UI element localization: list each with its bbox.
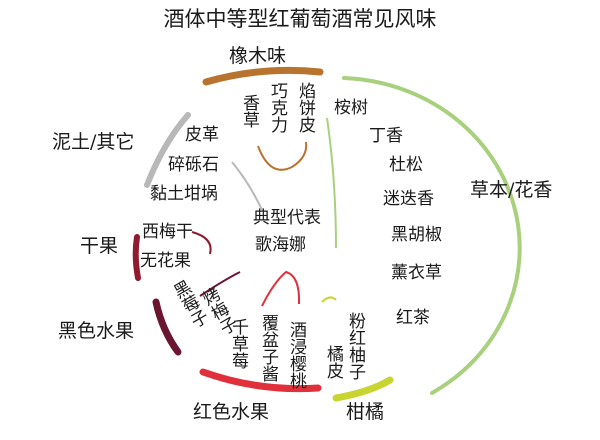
category-black-fruit: 黑色水果 bbox=[58, 320, 135, 342]
black-fruit-inner-curve bbox=[199, 271, 241, 297]
flavor-herbal-clove: 丁香 bbox=[369, 126, 403, 146]
flavor-herbal-black-pepper: 黑胡椒 bbox=[391, 225, 442, 245]
flavor-oak-pastry: 焰饼皮 bbox=[295, 82, 315, 133]
herbal-arc bbox=[342, 76, 522, 395]
citrus-arc bbox=[332, 376, 394, 402]
oak-arc bbox=[202, 66, 324, 86]
flavor-dried-fruit-fig: 无花果 bbox=[140, 251, 191, 271]
flavor-herbal-eucalyptus: 桉树 bbox=[334, 98, 368, 118]
flavor-earth-leather: 皮革 bbox=[185, 125, 219, 145]
category-dried-fruit: 干果 bbox=[80, 235, 119, 257]
flavor-citrus-pink-grapefruit: 粉红柚子 bbox=[345, 312, 365, 380]
red-fruit-inner-curve bbox=[261, 270, 301, 307]
herbal-inner-curve bbox=[326, 117, 337, 249]
category-oak: 橡木味 bbox=[229, 45, 287, 67]
chart-title: 酒体中等型红葡萄酒常见风味 bbox=[163, 7, 437, 31]
category-herbal: 草本/花香 bbox=[470, 179, 553, 201]
flavor-herbal-rosemary: 迷迭香 bbox=[383, 189, 434, 209]
red-fruit-arc bbox=[199, 368, 322, 393]
category-citrus: 柑橘 bbox=[346, 401, 385, 423]
flavor-red-fruit-dried-strawberry: 千草莓 bbox=[228, 318, 248, 369]
center-label-line1: 典型代表 bbox=[253, 208, 321, 228]
oak-inner-curve bbox=[257, 141, 308, 171]
flavor-dried-fruit-prune: 西梅干 bbox=[142, 222, 193, 242]
flavor-earth-clay-pot: 黏土坩埚 bbox=[150, 184, 218, 204]
flavor-herbal-black-tea: 红茶 bbox=[396, 308, 430, 328]
earth-inner-curve bbox=[231, 161, 263, 211]
flavor-herbal-juniper: 杜松 bbox=[389, 155, 423, 175]
flavor-red-fruit-brandied-cherry: 酒浸樱桃 bbox=[286, 321, 306, 389]
flavor-red-fruit-raspberry-jam: 覆盆子酱 bbox=[258, 314, 278, 382]
flavor-earth-gravel: 碎砾石 bbox=[168, 155, 219, 175]
category-earth: 泥土/其它 bbox=[52, 131, 135, 153]
earth-arc bbox=[144, 112, 191, 188]
black-fruit-arc bbox=[152, 298, 182, 356]
dried-fruit-arc bbox=[132, 234, 141, 281]
center-label-line2: 歌海娜 bbox=[255, 235, 306, 255]
flavor-citrus-orange-peel: 橘皮 bbox=[323, 345, 343, 379]
flavor-oak-chocolate: 巧克力 bbox=[267, 82, 287, 133]
citrus-inner-curve bbox=[321, 296, 337, 303]
flavor-herbal-lavender: 薰衣草 bbox=[391, 263, 442, 283]
dried-fruit-inner-curve bbox=[191, 231, 212, 255]
category-red-fruit: 红色水果 bbox=[193, 401, 270, 423]
flavor-oak-vanilla: 香草 bbox=[239, 94, 259, 128]
